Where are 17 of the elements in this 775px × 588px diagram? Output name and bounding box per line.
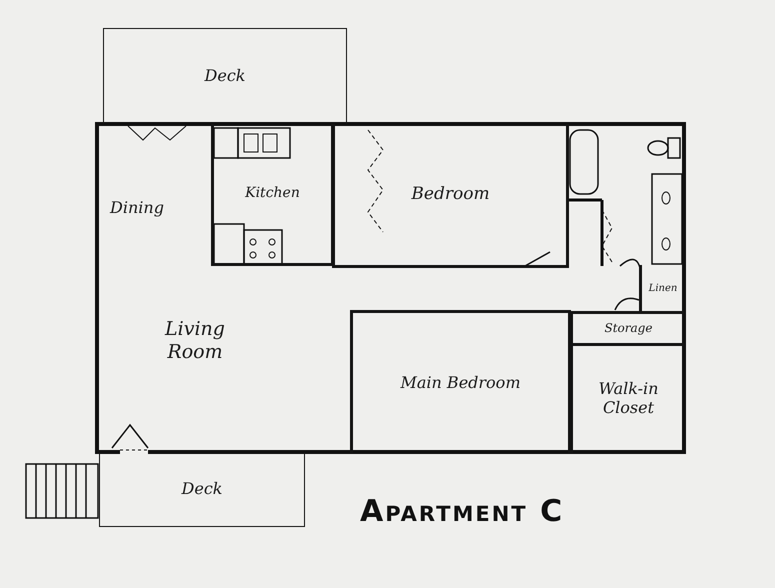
room-outline: [211, 124, 334, 266]
room-label: Kitchen: [245, 185, 300, 202]
room-label: Dining: [108, 198, 165, 218]
room-outline: [570, 311, 684, 346]
room-label: Bedroom: [411, 184, 490, 204]
room-label: Storage: [604, 322, 652, 336]
room-outline: [99, 452, 305, 527]
room-label: Deck: [182, 480, 222, 498]
room-label: Deck: [204, 67, 246, 86]
room-label: Living Room: [164, 318, 226, 364]
plan-title: Apartment C: [360, 494, 564, 529]
room-label: Main Bedroom: [400, 374, 520, 392]
room-label: Linen: [648, 283, 678, 295]
room-outline: [350, 310, 571, 453]
room-outline: [103, 28, 347, 124]
room-label: Walk-in Closet: [598, 380, 660, 417]
room-outline: [332, 124, 569, 268]
